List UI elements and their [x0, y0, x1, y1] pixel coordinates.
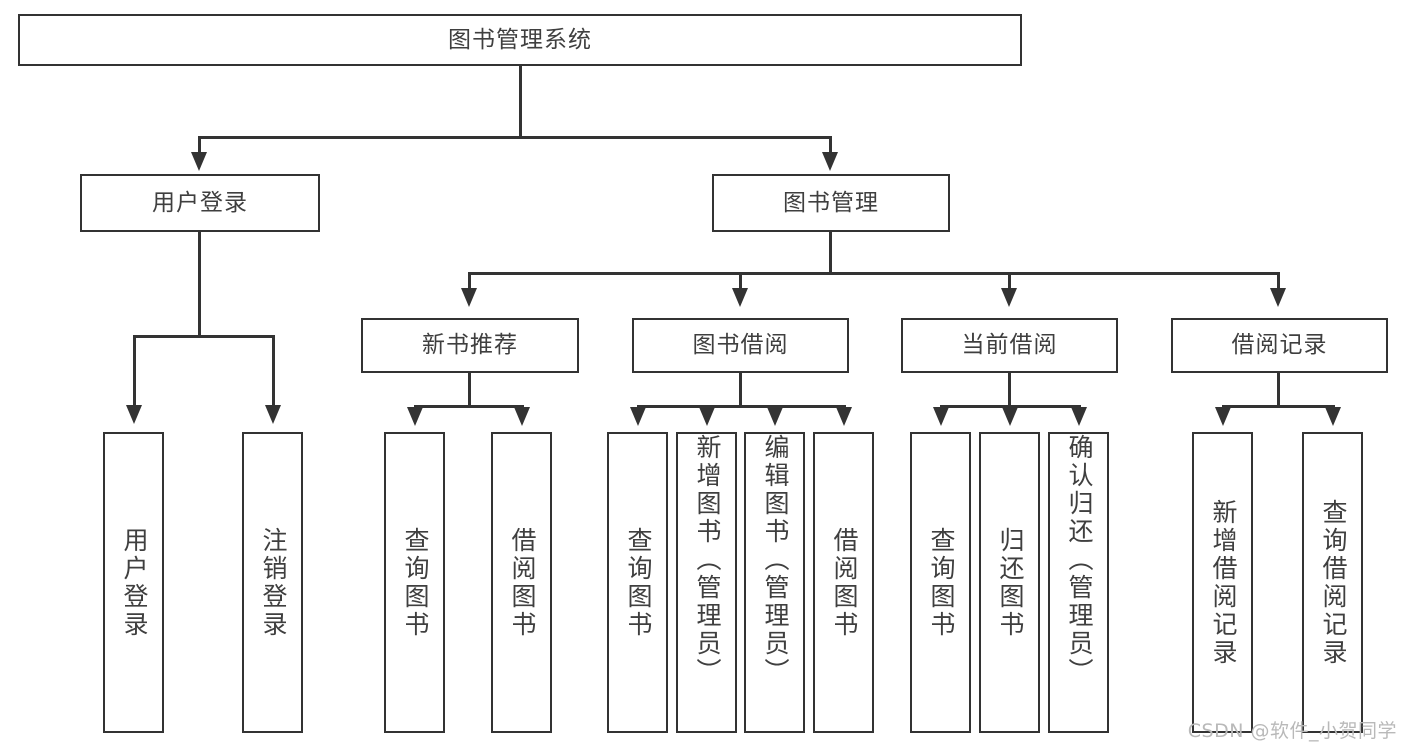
leaf-label: 确认归还（管理员） [1065, 434, 1094, 686]
connector-userlogin-stem [198, 232, 201, 337]
arrowhead-newbook-leaf2 [514, 407, 530, 426]
connector-borrowrecord-bar [1222, 405, 1335, 408]
leaf-logout[interactable]: 注销登录 [242, 432, 303, 733]
node-user-login[interactable]: 用户登录 [80, 174, 320, 232]
connector-newbook-stem [468, 373, 471, 407]
node-book-borrow[interactable]: 图书借阅 [632, 318, 849, 373]
watermark-text: CSDN @软件_小贺同学 [1187, 720, 1397, 742]
connector-root-bar [198, 136, 832, 139]
connector-newbook-bar [414, 405, 524, 408]
leaf-label: 新增借阅记录 [1209, 498, 1238, 667]
leaf-label: 新增图书（管理员） [693, 434, 722, 686]
leaf-label: 查询图书 [927, 526, 956, 639]
arrowhead-currentborrow-leaf2 [1002, 407, 1018, 426]
arrowhead-newbook-leaf1 [407, 407, 423, 426]
arrowhead-currentborrow-leaf1 [933, 407, 949, 426]
leaf-add-borrow-record[interactable]: 新增借阅记录 [1192, 432, 1253, 733]
connector-bookborrow-bar [637, 405, 846, 408]
leaf-label: 查询借阅记录 [1319, 498, 1348, 667]
leaf-borrow-book-recommend[interactable]: 借阅图书 [491, 432, 552, 733]
leaf-label: 借阅图书 [508, 526, 537, 639]
connector-borrowrecord-stem [1277, 373, 1280, 407]
connector-bookmgmt-stem [829, 232, 832, 274]
node-label: 借阅记录 [1231, 332, 1328, 359]
connector-bookmgmt-to-newbook [468, 272, 471, 290]
node-root-system[interactable]: 图书管理系统 [18, 14, 1022, 66]
node-label: 图书借阅 [692, 332, 789, 359]
connector-root-to-bookmgmt [829, 136, 832, 154]
node-new-book-recommend[interactable]: 新书推荐 [361, 318, 579, 373]
arrowhead-userlogin-leaf2 [265, 405, 281, 424]
node-label: 新书推荐 [422, 332, 518, 359]
leaf-search-borrow-record[interactable]: 查询借阅记录 [1302, 432, 1363, 733]
leaf-label: 归还图书 [996, 526, 1025, 639]
connector-root-to-userlogin [198, 136, 201, 154]
leaf-add-book-admin[interactable]: 新增图书（管理员） [676, 432, 737, 733]
arrowhead-root-to-bookmgmt [822, 152, 838, 171]
leaf-user-login[interactable]: 用户登录 [103, 432, 164, 733]
leaf-label: 查询图书 [624, 526, 653, 639]
connector-bookmgmt-to-record [1277, 272, 1280, 290]
arrowhead-bookborrow-leaf4 [836, 407, 852, 426]
leaf-label: 编辑图书（管理员） [761, 434, 790, 686]
connector-userlogin-leaf2 [272, 335, 275, 407]
arrowhead-bookborrow-leaf3 [767, 407, 783, 426]
node-label: 用户登录 [152, 189, 248, 216]
arrowhead-root-to-userlogin [191, 152, 207, 171]
node-label: 图书管理系统 [448, 26, 592, 53]
arrowhead-bookborrow-leaf2 [699, 407, 715, 426]
leaf-label: 用户登录 [120, 526, 149, 639]
node-current-borrow[interactable]: 当前借阅 [901, 318, 1118, 373]
connector-root-stem [519, 66, 522, 138]
leaf-edit-book-admin[interactable]: 编辑图书（管理员） [744, 432, 805, 733]
connector-bookmgmt-to-borrow [739, 272, 742, 290]
connector-userlogin-leaf1 [133, 335, 136, 407]
connector-currentborrow-stem [1008, 373, 1011, 407]
arrowhead-bookmgmt-to-newbook [461, 288, 477, 307]
arrowhead-bookmgmt-to-borrow [732, 288, 748, 307]
connector-bookborrow-stem [739, 373, 742, 407]
node-borrow-record[interactable]: 借阅记录 [1171, 318, 1388, 373]
node-book-management[interactable]: 图书管理 [712, 174, 950, 232]
leaf-label: 注销登录 [259, 526, 288, 639]
connector-bookmgmt-to-current [1008, 272, 1011, 290]
node-label: 当前借阅 [961, 332, 1058, 359]
leaf-return-book[interactable]: 归还图书 [979, 432, 1040, 733]
leaf-search-book-recommend[interactable]: 查询图书 [384, 432, 445, 733]
leaf-confirm-return-admin[interactable]: 确认归还（管理员） [1048, 432, 1109, 733]
node-label: 图书管理 [783, 189, 879, 216]
leaf-label: 借阅图书 [830, 526, 859, 639]
leaf-label: 查询图书 [401, 526, 430, 639]
arrowhead-userlogin-leaf1 [126, 405, 142, 424]
arrowhead-bookborrow-leaf1 [630, 407, 646, 426]
arrowhead-bookmgmt-to-current [1001, 288, 1017, 307]
arrowhead-bookmgmt-to-record [1270, 288, 1286, 307]
leaf-search-book-current[interactable]: 查询图书 [910, 432, 971, 733]
arrowhead-borrowrecord-leaf1 [1215, 407, 1231, 426]
connector-bookmgmt-bar [468, 272, 1279, 275]
leaf-search-book-borrow[interactable]: 查询图书 [607, 432, 668, 733]
leaf-borrow-book[interactable]: 借阅图书 [813, 432, 874, 733]
arrowhead-borrowrecord-leaf2 [1325, 407, 1341, 426]
connector-userlogin-bar [133, 335, 275, 338]
arrowhead-currentborrow-leaf3 [1071, 407, 1087, 426]
